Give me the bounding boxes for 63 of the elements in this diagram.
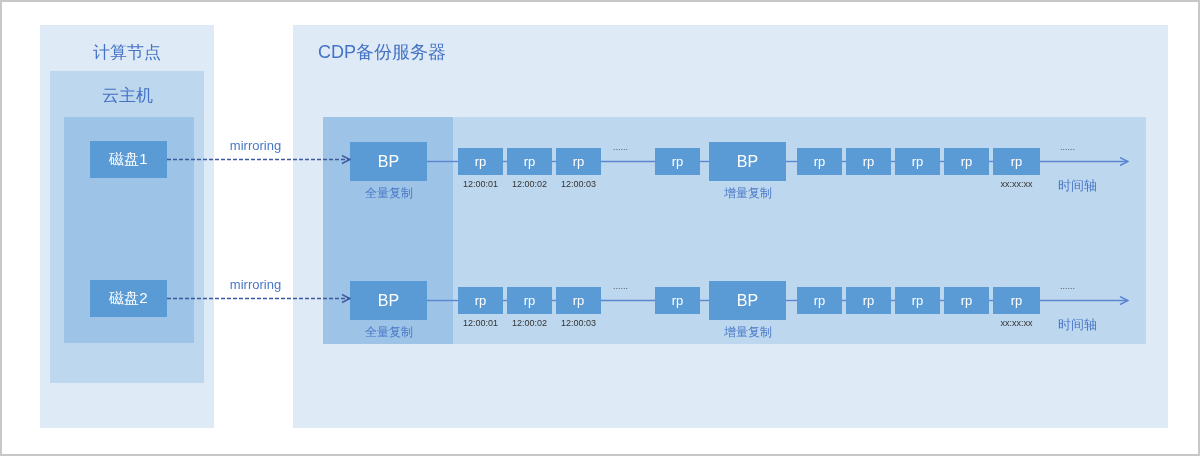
timestamp: xx:xx:xx — [1000, 317, 1033, 330]
connector-line — [890, 160, 896, 163]
connector-line — [841, 299, 847, 302]
timestamp: 12:00:01 — [463, 317, 498, 330]
connector-line — [502, 160, 508, 163]
connector-line — [426, 299, 459, 302]
timestamp: 12:00:01 — [463, 178, 498, 191]
connector-line — [426, 160, 459, 163]
replication-label: 增量复制 — [723, 185, 772, 202]
restore-point-box: rp — [944, 148, 989, 175]
connector-line — [600, 299, 656, 302]
arrow — [166, 293, 351, 304]
restore-point-box: rp — [846, 148, 891, 175]
axis-label: 时间轴 — [1058, 177, 1097, 195]
restore-point-box: rp — [655, 287, 700, 314]
restore-point-box: rp — [797, 148, 842, 175]
band-background — [323, 117, 1146, 344]
ellipsis: ...... — [613, 280, 628, 293]
connector-line — [551, 160, 557, 163]
vm-panel — [50, 71, 204, 383]
restore-point-box: rp — [895, 287, 940, 314]
restore-point-box: rp — [797, 287, 842, 314]
connector-line — [600, 160, 656, 163]
arrow — [166, 154, 351, 165]
edge-label: mirroring — [229, 275, 282, 294]
connector-line — [939, 160, 945, 163]
connector-line — [988, 160, 994, 163]
connector-line — [699, 160, 710, 163]
connector-line — [988, 299, 994, 302]
replication-label: 全量复制 — [364, 324, 413, 341]
arrow — [1039, 295, 1129, 306]
connector-line — [551, 299, 557, 302]
restore-point-box: rp — [895, 148, 940, 175]
edge-label: mirroring — [229, 136, 282, 155]
restore-point-box: rp — [846, 287, 891, 314]
restore-point-box: rp — [944, 287, 989, 314]
connector-line — [699, 299, 710, 302]
timestamp: 12:00:02 — [512, 317, 547, 330]
panel-title: 计算节点 — [92, 42, 162, 64]
connector-line — [785, 160, 798, 163]
ellipsis: ...... — [1060, 141, 1075, 154]
compute-node-panel — [40, 25, 214, 428]
timestamp: 12:00:03 — [561, 178, 596, 191]
replication-label: 增量复制 — [723, 324, 772, 341]
timestamp: xx:xx:xx — [1000, 178, 1033, 191]
panel-title: CDP备份服务器 — [318, 41, 446, 64]
connector-line — [890, 299, 896, 302]
connector-line — [841, 160, 847, 163]
strip-background — [323, 117, 453, 344]
ellipsis: ...... — [613, 141, 628, 154]
replication-label: 全量复制 — [364, 185, 413, 202]
ellipsis: ...... — [1060, 280, 1075, 293]
server-panel — [293, 25, 1168, 428]
connector-line — [502, 299, 508, 302]
timestamp: 12:00:02 — [512, 178, 547, 191]
arrow — [1039, 156, 1129, 167]
panel-title: 云主机 — [100, 85, 154, 107]
restore-point-box: rp — [655, 148, 700, 175]
inner-box — [64, 117, 194, 343]
connector-line — [939, 299, 945, 302]
timestamp: 12:00:03 — [561, 317, 596, 330]
axis-label: 时间轴 — [1058, 316, 1097, 334]
connector-line — [785, 299, 798, 302]
